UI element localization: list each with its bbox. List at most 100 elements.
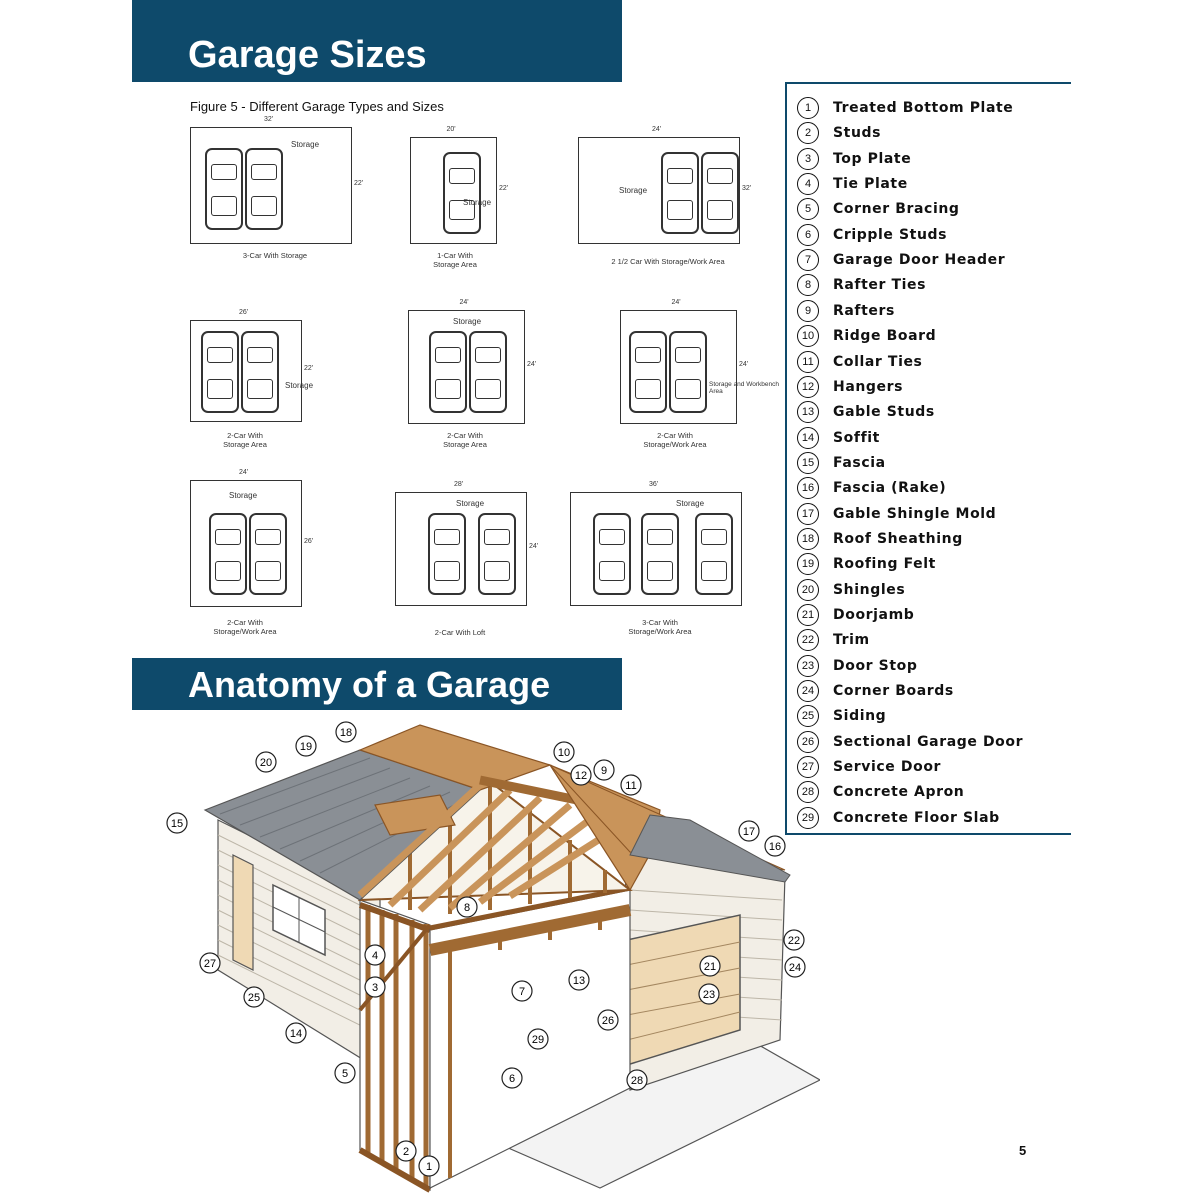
svg-text:2: 2 xyxy=(403,1146,409,1158)
callout-18: 18 xyxy=(335,721,357,743)
legend-label: Hangers xyxy=(833,378,904,395)
car-icon xyxy=(241,331,279,413)
svg-text:7: 7 xyxy=(519,986,525,998)
storage-label: Storage xyxy=(453,317,482,326)
car-icon xyxy=(641,513,679,595)
svg-text:4: 4 xyxy=(372,950,378,962)
depth-dimension: 22' xyxy=(354,179,364,187)
legend-label: Collar Ties xyxy=(833,353,923,370)
legend-number: 18 xyxy=(797,527,819,550)
svg-text:18: 18 xyxy=(340,727,352,739)
legend-label: Rafter Ties xyxy=(833,277,927,294)
callout-28: 28 xyxy=(626,1069,648,1091)
legend-label: Corner Bracing xyxy=(833,201,960,218)
car-icon xyxy=(661,152,699,234)
legend-label: Studs xyxy=(833,125,882,142)
legend-number: 29 xyxy=(797,806,819,829)
legend-number: 21 xyxy=(797,604,819,626)
window xyxy=(272,883,326,957)
svg-text:27: 27 xyxy=(204,958,216,970)
callout-17: 17 xyxy=(738,820,760,842)
callout-8: 8 xyxy=(456,896,478,918)
width-dimension: 24' xyxy=(239,469,249,476)
legend-label: Fascia xyxy=(833,454,886,471)
top-plate xyxy=(358,902,432,933)
legend-number: 24 xyxy=(797,680,819,703)
legend-label: Service Door xyxy=(833,759,942,776)
floor-plan-7: Storage xyxy=(190,480,302,607)
legend-number: 14 xyxy=(797,426,819,449)
svg-text:9: 9 xyxy=(601,765,607,777)
legend-item: 10 Ridge Board xyxy=(797,324,936,348)
depth-dimension: 24' xyxy=(529,543,539,550)
storage-label: Storage and Workbench Area xyxy=(709,381,779,395)
callout-20: 20 xyxy=(255,751,277,773)
depth-dimension: 22' xyxy=(499,184,509,192)
width-dimension: 28' xyxy=(454,481,464,488)
legend-label: Concrete Apron xyxy=(833,784,965,801)
callout-1: 1 xyxy=(418,1155,440,1177)
legend-label: Garage Door Header xyxy=(833,252,1006,269)
callout-11: 11 xyxy=(620,774,642,796)
callout-3: 3 xyxy=(364,976,386,998)
callout-25: 25 xyxy=(243,986,265,1008)
garage-sizes-banner: Garage Sizes xyxy=(132,0,622,82)
svg-text:20: 20 xyxy=(260,757,272,769)
callout-19: 19 xyxy=(295,735,317,757)
section-title: Anatomy of a Garage xyxy=(188,664,551,705)
legend-item: 28 Concrete Apron xyxy=(797,780,964,804)
width-dimension: 36' xyxy=(649,481,659,488)
car-icon xyxy=(469,331,507,413)
floor-plan-label: 3-Car With Storage xyxy=(242,251,308,260)
car-icon xyxy=(593,513,631,595)
callout-10: 10 xyxy=(553,741,575,763)
legend-number: 10 xyxy=(797,325,819,348)
section-title: Garage Sizes xyxy=(188,34,427,76)
callout-6: 6 xyxy=(501,1067,523,1089)
legend-label: Soffit xyxy=(833,429,880,446)
callout-9: 9 xyxy=(593,759,615,781)
callout-2: 2 xyxy=(395,1140,417,1162)
legend-label: Gable Studs xyxy=(833,404,935,421)
car-icon xyxy=(428,513,466,595)
width-dimension: 24' xyxy=(652,126,662,133)
legend-number: 28 xyxy=(797,781,819,804)
width-dimension: 24' xyxy=(671,299,681,306)
depth-dimension: 24' xyxy=(739,361,749,368)
svg-text:1: 1 xyxy=(426,1161,432,1173)
legend-label: Sectional Garage Door xyxy=(833,733,1024,750)
legend-label: Ridge Board xyxy=(833,328,937,345)
callout-29: 29 xyxy=(527,1028,549,1050)
floor-plan-2: Storage xyxy=(410,137,497,244)
car-icon xyxy=(478,513,516,595)
callout-7: 7 xyxy=(511,980,533,1002)
width-dimension: 26' xyxy=(239,309,249,316)
legend-number: 2 xyxy=(797,122,819,145)
callout-26: 26 xyxy=(597,1009,619,1031)
svg-text:15: 15 xyxy=(171,818,183,830)
studs xyxy=(365,905,429,1186)
depth-dimension: 32' xyxy=(742,184,752,192)
legend-number: 7 xyxy=(797,249,819,272)
svg-text:19: 19 xyxy=(300,741,312,753)
car-icon xyxy=(701,152,739,234)
callout-5: 5 xyxy=(334,1062,356,1084)
car-icon xyxy=(629,331,667,413)
legend-label: Treated Bottom Plate xyxy=(833,100,1014,116)
svg-text:14: 14 xyxy=(290,1028,302,1040)
storage-label: Storage xyxy=(676,499,705,508)
